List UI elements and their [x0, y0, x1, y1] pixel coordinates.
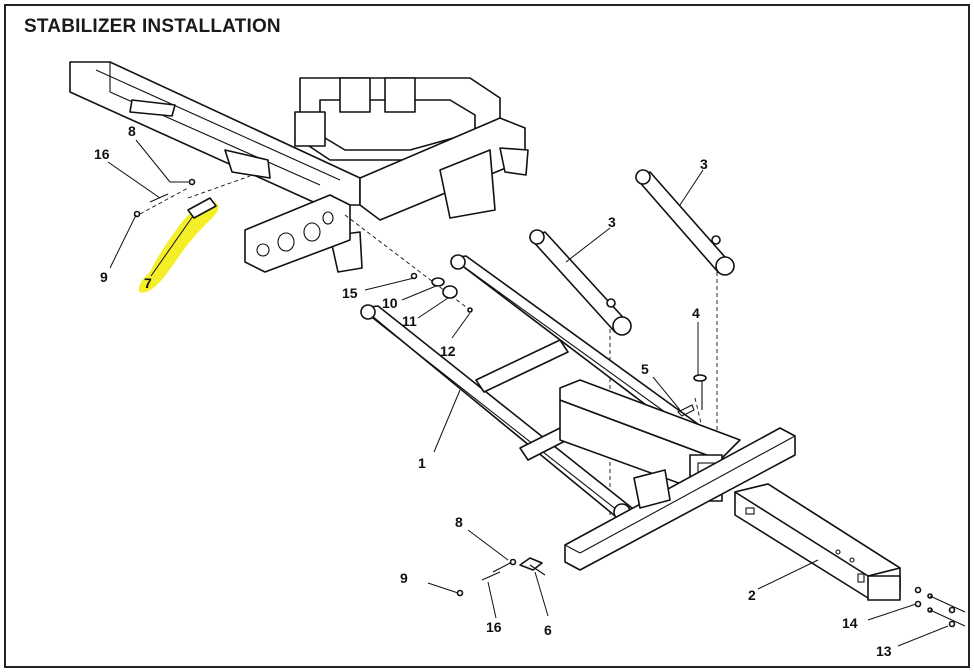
leader-lines [107, 139, 949, 647]
callout-1: 1 [418, 455, 426, 471]
callout-8-top: 8 [128, 123, 136, 139]
callout-8-bottom: 8 [455, 514, 463, 530]
callout-10: 10 [382, 295, 398, 311]
callout-13: 15 [342, 285, 358, 301]
callout-11: 11 [402, 313, 417, 329]
callout-labels: 8 16 9 7 15 10 11 12 1 3 3 4 5 2 8 9 16 … [94, 123, 892, 659]
callout-14: 13 [876, 643, 892, 659]
callout-9-top: 9 [100, 269, 108, 285]
callout-12: 12 [440, 343, 456, 359]
callout-16-top: 16 [94, 146, 110, 162]
callout-2: 2 [748, 587, 756, 603]
callout-3-left: 3 [608, 214, 616, 230]
link-bar-right [635, 169, 735, 276]
callout-16-bottom: 16 [486, 619, 502, 635]
callout-15: 14 [842, 615, 858, 631]
page-title: STABILIZER INSTALLATION [24, 16, 281, 37]
stabilizer-assembly [360, 254, 796, 571]
link-bar-left [529, 229, 632, 336]
callout-4: 4 [692, 305, 700, 321]
callout-9-bottom: 9 [400, 570, 408, 586]
callout-3-right: 3 [700, 156, 708, 172]
receiver-extension [734, 483, 901, 601]
highlighted-part-7 [138, 197, 219, 293]
hardware [133, 178, 966, 628]
callout-5: 5 [641, 361, 649, 377]
callout-6: 6 [544, 622, 552, 638]
callout-7: 7 [144, 275, 152, 291]
vehicle-frame [69, 61, 529, 273]
